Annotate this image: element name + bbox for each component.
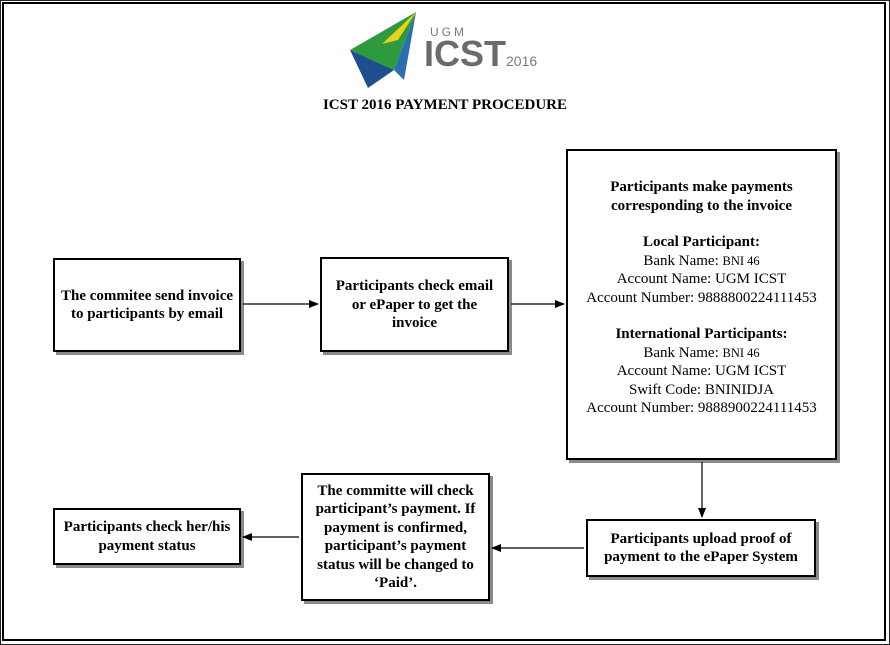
local-participant-label: Local Participant: [642,234,761,250]
step-text: payment is confirmed, [324,519,467,536]
logo-shape-yellow [382,12,416,44]
step-make-payment: Participants make payments corresponding… [566,149,837,460]
step-text: participant’s payment [324,538,467,554]
step-send-invoice: The commitee send invoice to participant… [53,258,241,352]
international-swift-code: Swift Code: BNINIDJA [629,381,774,398]
step-text: The commitee send invoice [60,287,234,304]
step-text: The committe will check [317,482,474,499]
step-heading: Participants make payments [610,179,793,195]
local-account-number: Account Number: 9888800224111453 [586,289,817,306]
step-text: Participants check email [335,278,494,294]
local-account-name: Account Name: UGM ICST [616,271,787,287]
logo-org: UGM [430,25,467,39]
step-text: or ePaper to get the [351,296,478,313]
international-participants-label: International Participants: [615,326,788,342]
icst-logo: UGM ICST 2016 [350,12,537,88]
step-check-email: Participants check email or ePaper to ge… [320,257,509,352]
step-upload-proof: Participants upload proof of payment to … [586,519,816,577]
page-title: ICST 2016 PAYMENT PROCEDURE [322,97,568,113]
step-text: payment to the ePaper System [604,549,798,565]
step-text: Participants check her/his [63,519,231,535]
step-committee-check: The committe will check participant’s pa… [301,473,490,601]
logo-year: 2016 [506,53,537,69]
international-account-number: Account Number: 9888900224111453 [586,400,817,416]
step-text: ‘Paid’. [374,575,417,591]
step-text: Participants upload proof of [610,530,792,547]
step-text: participant’s payment. If [315,501,476,517]
logo-shape-lightblue [394,12,416,80]
local-bank-name: Bank Name: BNI 46 [643,252,760,269]
step-text: to participants by email [70,306,224,322]
step-text: payment status [98,537,196,554]
step-check-status: Participants check her/his payment statu… [53,508,241,565]
step-text: status will be changed to [317,556,474,573]
logo-shape-blue [350,50,394,88]
step-heading: corresponding to the invoice [611,197,792,214]
step-text: invoice [392,315,437,331]
logo-name: ICST [424,33,506,74]
international-bank-name: Bank Name: BNI 46 [643,344,760,361]
international-account-name: Account Name: UGM ICST [616,363,787,379]
